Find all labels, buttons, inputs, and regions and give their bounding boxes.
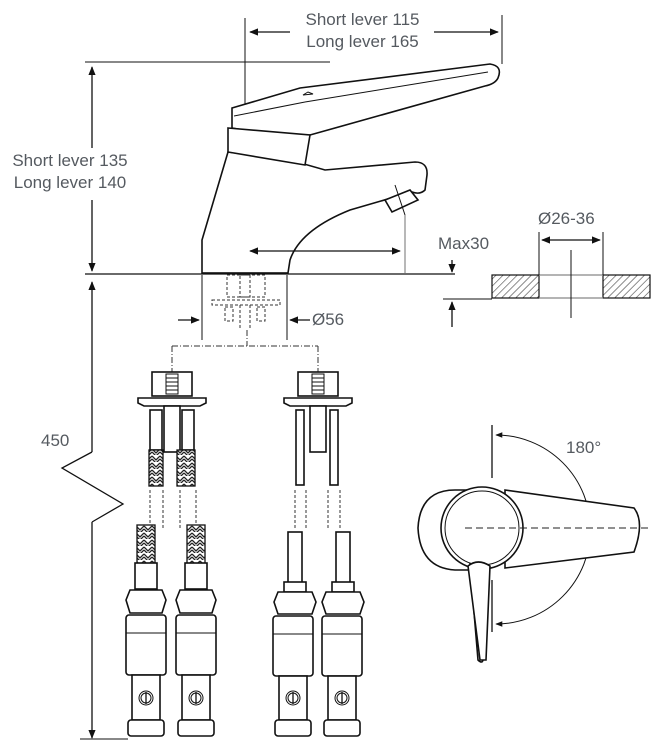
base-diameter-label: Ø56 xyxy=(312,310,345,329)
lever-plan-view xyxy=(417,425,652,663)
height-long: Long lever 140 xyxy=(13,173,127,192)
countertop-section xyxy=(443,232,651,327)
valve-braided-1 xyxy=(125,524,167,737)
valve-braided-2 xyxy=(175,524,217,737)
base-diameter-dimension xyxy=(178,274,310,340)
height-short: Short lever 135 xyxy=(12,151,128,170)
fitting-braided-hoses xyxy=(137,371,207,530)
hole-diameter-label: Ø26-36 xyxy=(538,209,595,228)
fitting-copper-tails xyxy=(283,371,353,530)
lever-length-long: Long lever 165 xyxy=(306,32,419,51)
isolating-valves xyxy=(125,524,365,737)
rotation-angle-label: 180° xyxy=(566,438,602,457)
connection-leader xyxy=(171,330,319,372)
valve-copper-2 xyxy=(321,531,365,737)
height-label: Short lever 135 Long lever 140 xyxy=(0,150,140,194)
hose-length-label: 450 xyxy=(41,431,70,450)
height-dimension xyxy=(85,61,330,272)
tap-side-view xyxy=(201,63,501,274)
hose-length-dimension xyxy=(60,281,128,740)
max-thickness-label: Max30 xyxy=(438,234,490,253)
valve-copper-1 xyxy=(272,531,317,737)
lever-length-label: Short lever 115 Long lever 165 xyxy=(290,9,435,53)
lever-length-short: Short lever 115 xyxy=(305,10,420,29)
